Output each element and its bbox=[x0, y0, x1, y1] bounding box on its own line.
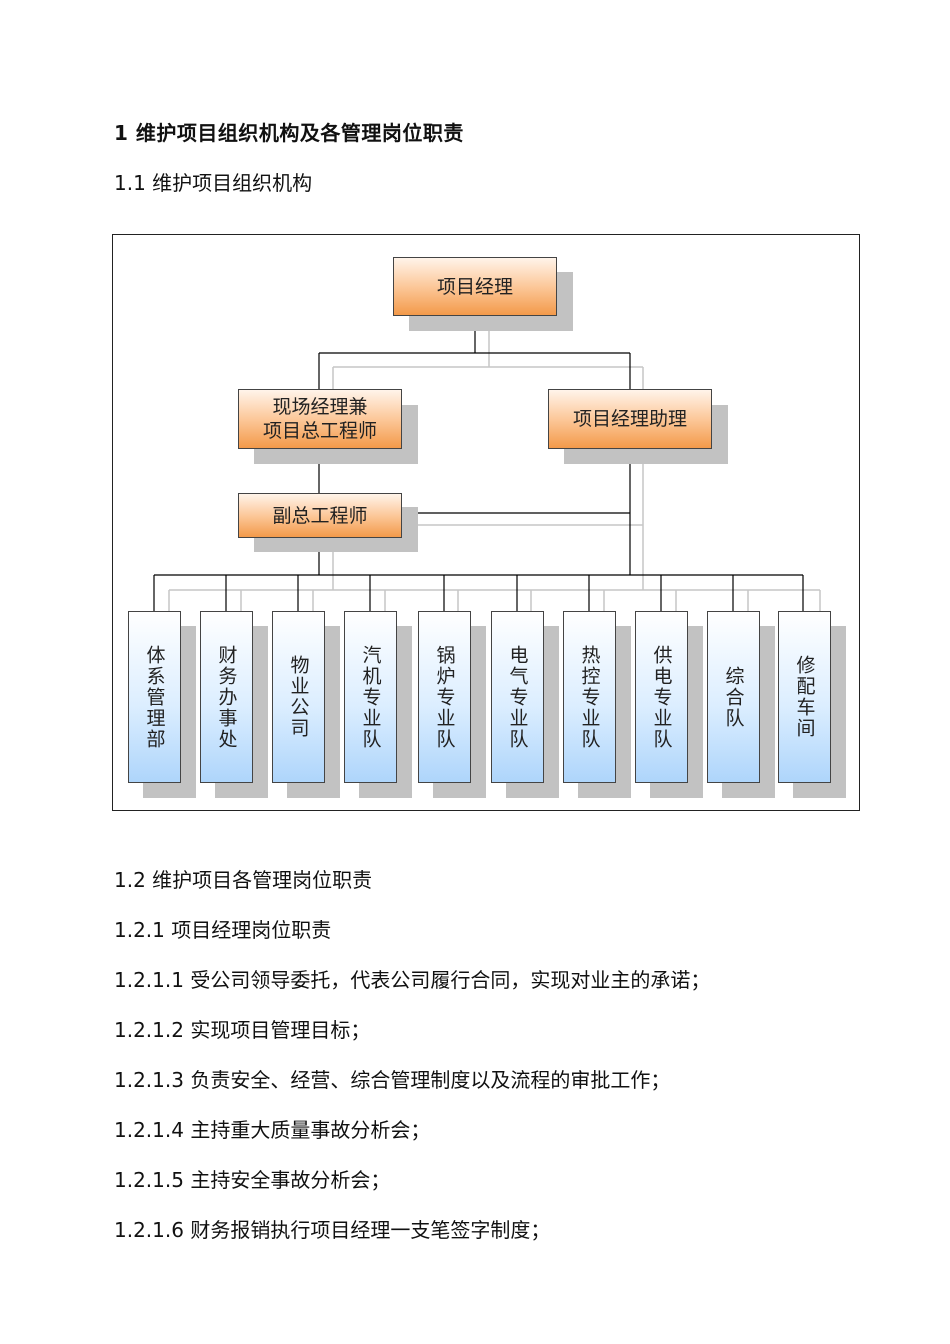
org-node-label: 项目经理 bbox=[436, 275, 513, 298]
org-dept-label: 物业公司 bbox=[287, 655, 310, 739]
org-node-label: 副总工程师 bbox=[272, 504, 368, 527]
org-dept-10: 修配车间 bbox=[778, 611, 831, 783]
org-dept-2: 财务办事处 bbox=[200, 611, 253, 783]
org-dept-3: 物业公司 bbox=[272, 611, 325, 783]
org-node-manager-assistant: 项目经理助理 bbox=[548, 389, 712, 449]
org-dept-label: 综合队 bbox=[722, 665, 745, 729]
org-dept-label: 财务办事处 bbox=[215, 644, 238, 750]
duty-item: 1.2.1.3 负责安全、经营、综合管理制度以及流程的审批工作； bbox=[114, 1068, 671, 1092]
org-node-label: 现场经理兼 项目总工程师 bbox=[262, 396, 377, 442]
org-node-deputy-chief-engineer: 副总工程师 bbox=[238, 493, 402, 538]
org-dept-8: 供电专业队 bbox=[635, 611, 688, 783]
org-dept-4: 汽机专业队 bbox=[344, 611, 397, 783]
org-dept-1: 体系管理部 bbox=[128, 611, 181, 783]
org-node-label: 项目经理助理 bbox=[572, 408, 687, 430]
org-dept-label: 热控专业队 bbox=[578, 644, 601, 750]
org-dept-label: 供电专业队 bbox=[650, 644, 673, 750]
org-dept-label: 修配车间 bbox=[793, 655, 816, 739]
org-node-project-manager: 项目经理 bbox=[393, 257, 557, 316]
duty-item: 1.2.1.4 主持重大质量事故分析会； bbox=[114, 1118, 431, 1142]
subsection-heading: 1.1 维护项目组织机构 bbox=[114, 171, 313, 195]
org-dept-9: 综合队 bbox=[707, 611, 760, 783]
duty-item: 1.2.1.1 受公司领导委托，代表公司履行合同，实现对业主的承诺； bbox=[114, 968, 711, 992]
org-dept-5: 锅炉专业队 bbox=[418, 611, 471, 783]
org-dept-label: 体系管理部 bbox=[143, 644, 166, 750]
duty-item: 1.2.1.5 主持安全事故分析会； bbox=[114, 1168, 391, 1192]
org-dept-label: 电气专业队 bbox=[506, 644, 529, 750]
org-dept-7: 热控专业队 bbox=[563, 611, 616, 783]
org-chart: 项目经理 现场经理兼 项目总工程师 项目经理助理 副总工程师 体系管理部 财务办… bbox=[112, 234, 860, 811]
section-heading: 1 维护项目组织机构及各管理岗位职责 bbox=[114, 121, 464, 145]
org-dept-label: 汽机专业队 bbox=[359, 644, 382, 750]
org-dept-6: 电气专业队 bbox=[491, 611, 544, 783]
org-dept-label: 锅炉专业队 bbox=[433, 644, 456, 750]
duty-item: 1.2.1.6 财务报销执行项目经理一支笔签字制度； bbox=[114, 1218, 551, 1242]
duty-item: 1.2.1.2 实现项目管理目标； bbox=[114, 1018, 371, 1042]
subsection-heading: 1.2 维护项目各管理岗位职责 bbox=[114, 868, 373, 892]
subsubsection-heading: 1.2.1 项目经理岗位职责 bbox=[114, 918, 332, 942]
org-node-site-manager: 现场经理兼 项目总工程师 bbox=[238, 389, 402, 449]
